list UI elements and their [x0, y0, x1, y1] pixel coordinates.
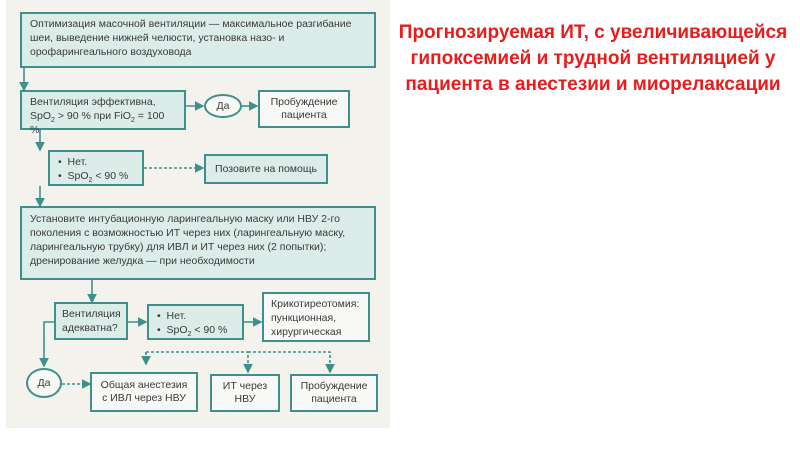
action-cricothyrotomy: Крикотиреотомия: пункционная, хирургичес… [262, 292, 370, 342]
yes-node-2: Да [26, 368, 62, 398]
condition-no-spo2-low-2: • Нет. • SpO2 < 90 % [147, 304, 244, 340]
no2-spo2: SpO [166, 324, 188, 336]
arrow-q2-yes [39, 321, 54, 368]
no1-sub: 2 [88, 177, 93, 185]
bullet-2: • [58, 170, 62, 182]
bullet-3: • [157, 310, 161, 322]
arrow-to-out3 [248, 351, 335, 374]
call-help-text: Позовите на помощь [215, 163, 317, 175]
outcome-intubation-via-sgd: ИТ через НВУ [210, 374, 280, 412]
step-optimize-mask-ventilation: Оптимизация масочной вентиляции — максим… [20, 12, 376, 68]
out1-text: Общая анестезия с ИВЛ через НВУ [100, 379, 188, 404]
outcome-general-anesthesia: Общая анестезия с ИВЛ через НВУ [90, 372, 198, 412]
q1-sub: 2 [51, 117, 55, 125]
arrow-to-out2 [146, 351, 253, 374]
step-insert-supraglottic-device: Установите интубационную ларингеальную м… [20, 206, 376, 280]
bullet-1: • [58, 156, 62, 168]
no1-spo2: SpO [67, 170, 89, 182]
q2-text: Вентиляция адекватна? [62, 308, 121, 334]
no2-cond: < 90 % [191, 324, 228, 336]
question-ventilation-adequate: Вентиляция адекватна? [54, 302, 128, 340]
slide-heading: Прогнозируемая ИТ, с увеличивающейся гип… [398, 22, 788, 95]
q1-cond2: = 100 % [30, 110, 165, 136]
no1-item1: Нет. [67, 156, 88, 168]
crico-text: Крикотиреотомия: пункционная, хирургичес… [271, 298, 360, 338]
step2-text: Установите интубационную ларингеальную м… [30, 213, 346, 267]
q1-sub-b: 2 [130, 117, 135, 125]
step1-text: Оптимизация масочной вентиляции — максим… [30, 18, 352, 58]
no1-cond: < 90 % [92, 170, 129, 182]
q1-line1: Вентиляция эффективна, [30, 96, 156, 108]
wake1-text: Пробуждение пациента [270, 96, 338, 121]
out3-text: Пробуждение пациента [300, 380, 368, 405]
yes2-label: Да [37, 377, 51, 389]
no2-sub: 2 [187, 331, 192, 339]
action-call-for-help: Позовите на помощь [204, 154, 328, 184]
q1-spo2: SpO [30, 110, 52, 122]
outcome-wake-patient-2: Пробуждение пациента [290, 374, 378, 412]
bullet-4: • [157, 324, 161, 336]
q1-cond: > 90 % при FiO [54, 110, 131, 122]
question-ventilation-effective: Вентиляция эффективна, SpO2 > 90 % при F… [20, 90, 186, 136]
outcome-wake-patient-1: Пробуждение пациента [258, 90, 350, 128]
out2-text: ИТ через НВУ [222, 380, 268, 405]
yes1-label: Да [216, 100, 230, 112]
yes-node-1: Да [204, 94, 242, 118]
condition-no-spo2-low-1: • Нет. • SpO2 < 90 % [48, 150, 144, 186]
no2-item1: Нет. [166, 310, 187, 322]
